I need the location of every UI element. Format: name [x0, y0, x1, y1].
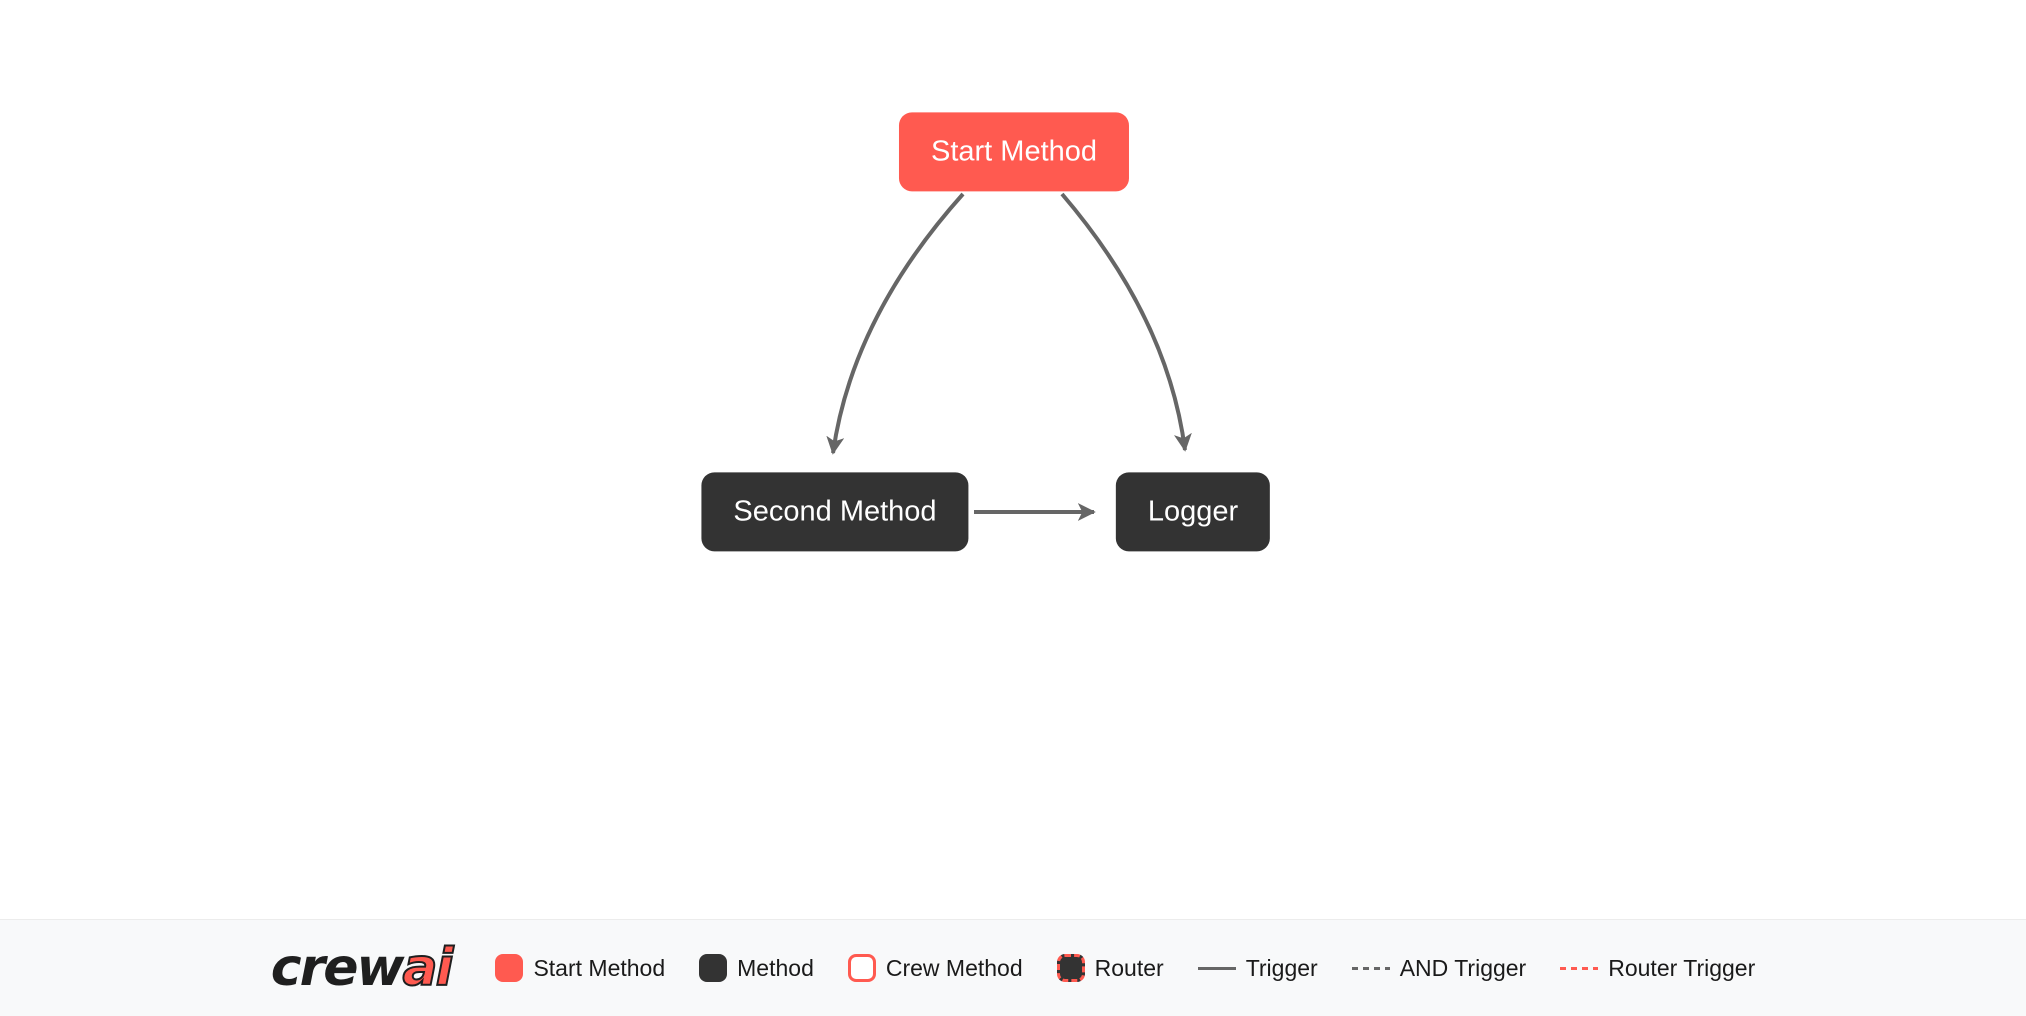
router-trigger-line-icon: [1560, 966, 1599, 970]
router-swatch-icon: [1056, 954, 1085, 982]
legend-label-method: Method: [737, 954, 814, 981]
node-logger[interactable]: Logger: [1115, 472, 1271, 552]
legend-item-start-method: Start Method: [495, 954, 665, 982]
crewai-logo: crewai: [271, 941, 455, 995]
legend-item-crew-method: Crew Method: [847, 954, 1023, 982]
edge-start-to-second-method: [826, 192, 965, 455]
legend-label-trigger: Trigger: [1245, 954, 1318, 981]
start-method-swatch-icon: [495, 954, 524, 982]
edges-layer: [826, 192, 1192, 521]
flow-canvas[interactable]: Start Method Second Method Logger: [0, 0, 2026, 919]
legend-label-router: Router: [1094, 954, 1164, 981]
crew-method-swatch-icon: [847, 954, 876, 982]
method-swatch-icon: [699, 954, 728, 982]
trigger-line-icon: [1197, 966, 1236, 970]
legend-bar: crewai Start Method Method Crew Method R…: [0, 919, 2026, 1016]
node-second-method[interactable]: Second Method: [701, 472, 969, 552]
legend-label-router-trigger: Router Trigger: [1608, 954, 1756, 981]
legend-item-and-trigger: AND Trigger: [1351, 954, 1527, 982]
and-trigger-line-icon: [1351, 966, 1390, 970]
legend-label-start-method: Start Method: [533, 954, 666, 981]
legend-item-method: Method: [699, 954, 814, 982]
legend-label-crew-method: Crew Method: [885, 954, 1023, 981]
legend-item-router-trigger: Router Trigger: [1560, 955, 1755, 982]
legend-item-router: Router: [1056, 954, 1164, 982]
node-start-method[interactable]: Start Method: [898, 112, 1130, 192]
crewai-logo-ai: ai: [402, 938, 455, 998]
legend-item-trigger: Trigger: [1197, 954, 1318, 982]
crewai-logo-crew: crew: [270, 938, 405, 998]
edge-start-to-logger: [1060, 192, 1192, 452]
legend-label-and-trigger: AND Trigger: [1399, 954, 1527, 981]
